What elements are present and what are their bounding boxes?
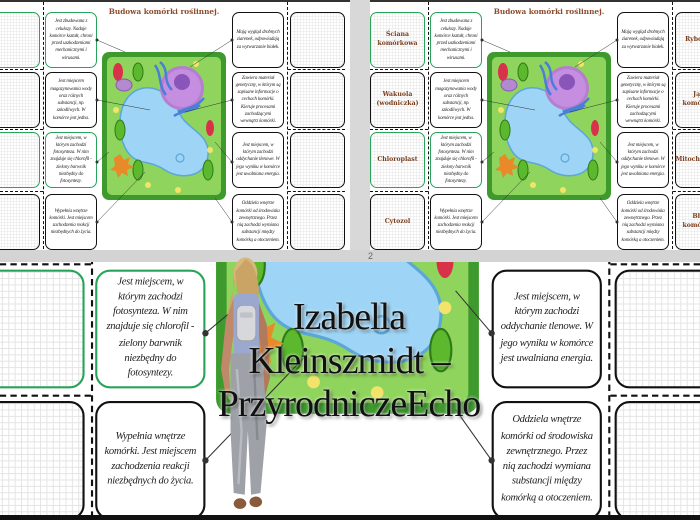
mitochondrion	[498, 63, 508, 81]
cut-line	[288, 191, 345, 192]
label-box-right[interactable]: Rybosomy	[675, 12, 700, 68]
cut-line	[370, 69, 428, 70]
worksheet: Budowa komórki roślinnej. Ściana komórko…	[370, 2, 700, 250]
cut-line	[427, 2, 429, 250]
worksheet-preview-blank: Budowa komórki roślinnej. Jest zbudowana…	[0, 0, 350, 250]
page-number: 2	[368, 251, 374, 261]
slide-gap	[350, 0, 370, 250]
worksheet-title: Budowa komórki roślinnej.	[108, 7, 220, 16]
label-box-right[interactable]	[290, 132, 345, 188]
description-box-right: Mają wygląd drobnych ziarenek, odpowiada…	[232, 12, 284, 68]
description-box-left: Jest miejscem magazynowania wody oraz ró…	[45, 72, 97, 128]
description-box-left: Jest miejscem, w którym zachodzi fotosyn…	[45, 132, 97, 188]
description-box-left: Wypełnia wnętrze komórki. Jest miejscem …	[430, 194, 482, 250]
description-box-right: Oddziela wnętrze komórki od środowiska z…	[617, 194, 669, 250]
woman-photo	[221, 257, 270, 509]
cut-line	[610, 394, 700, 397]
label-box-left[interactable]	[0, 12, 40, 68]
label-box-left[interactable]	[0, 401, 85, 515]
label-box-right[interactable]	[290, 72, 345, 128]
description-box-right: Oddziela wnętrze komórki od środowiska z…	[232, 194, 284, 250]
description-box-right: Zawiera materiał genetyczny, w którym są…	[232, 72, 284, 128]
description-box-left: Jest zbudowana z celulozy. Nadaje komórc…	[45, 12, 97, 68]
cut-line	[0, 263, 91, 266]
description-box-right: Zawiera materiał genetyczny, w którym są…	[617, 72, 669, 128]
description-box-right: Oddziela wnętrze komórki od środowiska z…	[491, 401, 602, 515]
endoplasmic-reticulum	[538, 61, 590, 118]
description-box-left: Wypełnia wnętrze komórki. Jest miejscem …	[45, 194, 97, 250]
label-box-left[interactable]: Chloroplast	[370, 132, 425, 188]
description-box-right: Jest miejscem, w którym zachodzi oddycha…	[232, 132, 284, 188]
plant-cell-diagram	[485, 50, 613, 202]
label-box-left[interactable]	[0, 194, 40, 250]
cut-line	[288, 69, 345, 70]
label-box-right[interactable]: Błona komórkowa	[675, 194, 700, 250]
cut-line	[610, 263, 700, 266]
chloroplast	[499, 119, 511, 141]
nucleolus	[559, 74, 575, 90]
description-box-left: Jest miejscem magazynowania wody oraz ró…	[430, 72, 482, 128]
cut-line	[0, 394, 91, 397]
cut-line	[673, 191, 700, 192]
cut-line	[0, 69, 43, 70]
label-box-right[interactable]: Mitochondrium	[675, 132, 700, 188]
cut-line	[370, 191, 428, 192]
bottom-border	[0, 515, 700, 520]
cut-line	[42, 2, 44, 250]
cut-line	[608, 262, 611, 515]
description-box-right: Jest miejscem, w którym zachodzi oddycha…	[617, 132, 669, 188]
worksheet-zoomed: Budowa komórki roślinnej. Jest zbudowana…	[0, 262, 700, 515]
endoplasmic-reticulum	[153, 61, 205, 118]
cut-line	[89, 262, 93, 515]
slide-separator	[0, 250, 700, 262]
description-box-right: Mają wygląd drobnych ziarenek, odpowiada…	[617, 12, 669, 68]
worksheet: Budowa komórki roślinnej. Jest zbudowana…	[0, 2, 350, 250]
label-box-right[interactable]: Jądro komórkowe	[675, 72, 700, 128]
label-box-left[interactable]: Cytozol	[370, 194, 425, 250]
golgi	[110, 154, 134, 178]
cut-line	[673, 129, 700, 130]
label-box-left[interactable]: Ściana komórkowa	[370, 12, 425, 68]
label-box-left[interactable]	[0, 132, 40, 188]
cut-line	[287, 2, 288, 250]
worksheet-title: Budowa komórki roślinnej.	[493, 7, 605, 16]
label-box-right[interactable]	[290, 194, 345, 250]
cut-line	[288, 129, 345, 130]
mitochondrion	[113, 63, 123, 81]
nucleolus	[174, 74, 190, 90]
cut-line	[370, 129, 428, 130]
label-box-right[interactable]	[614, 269, 700, 389]
watermark-brand: PrzyrodniczeEcho	[217, 383, 482, 426]
worksheet: Budowa komórki roślinnej. Jest zbudowana…	[0, 262, 700, 515]
cut-line	[0, 191, 43, 192]
cut-line	[673, 69, 700, 70]
worksheet-preview-labeled: Budowa komórki roślinnej. Ściana komórko…	[370, 0, 700, 250]
label-box-left[interactable]	[0, 72, 40, 128]
label-box-right[interactable]	[614, 401, 700, 515]
vacuole	[252, 262, 443, 364]
label-box-left[interactable]	[0, 269, 85, 389]
description-box-right: Jest miejscem, w którym zachodzi oddycha…	[491, 269, 602, 389]
cut-line	[672, 2, 673, 250]
plant-cell-diagram	[100, 50, 228, 202]
description-box-left: Jest zbudowana z celulozy. Nadaje komórc…	[430, 12, 482, 68]
watermark-author: Izabella Kleinszmidt –	[248, 296, 450, 382]
description-box-left: Wypełnia wnętrze komórki. Jest miejscem …	[95, 401, 206, 515]
description-box-left: Jest miejscem, w którym zachodzi fotosyn…	[95, 269, 206, 389]
label-box-left[interactable]: Wakuola (wodniczka)	[370, 72, 425, 128]
label-box-right[interactable]	[290, 12, 345, 68]
golgi	[495, 154, 519, 178]
watermark: Izabella Kleinszmidt – PrzyrodniczeEcho	[210, 296, 488, 427]
description-box-left: Jest miejscem, w którym zachodzi fotosyn…	[430, 132, 482, 188]
chloroplast	[114, 119, 126, 141]
cut-line	[0, 129, 43, 130]
